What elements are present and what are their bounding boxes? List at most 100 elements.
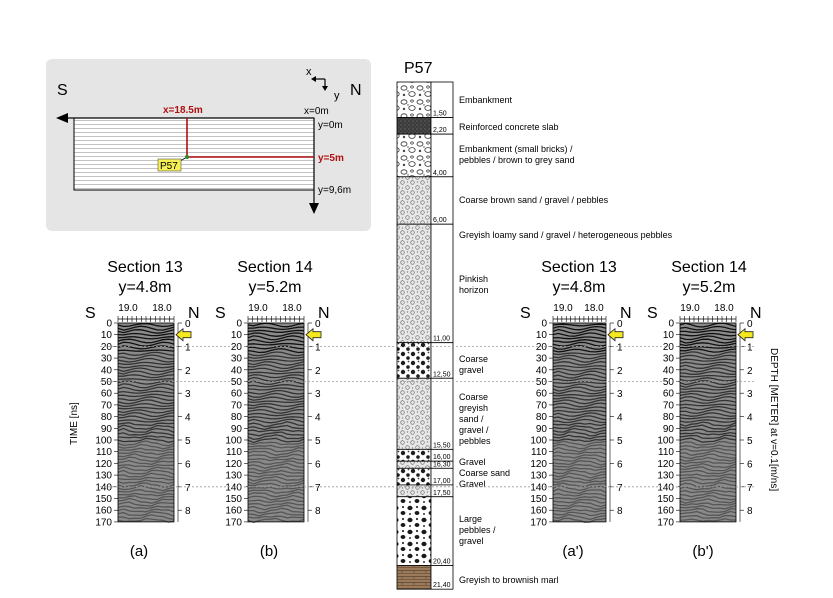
radargram-trace <box>247 517 305 523</box>
radargram-trace <box>679 354 737 360</box>
axis-indicator: x y <box>306 66 340 102</box>
log-depth-label: 15,50 <box>433 442 451 449</box>
radargram-trace <box>552 406 607 411</box>
radargram-trace <box>247 384 305 388</box>
radargram-trace <box>247 361 305 366</box>
radargram-trace <box>247 482 305 488</box>
x-tick-label: 19.0 <box>118 303 138 314</box>
depth-tick-label: 5 <box>747 436 753 447</box>
radargram-trace <box>117 435 175 439</box>
time-tick-label: 170 <box>95 517 112 528</box>
radargram-trace <box>679 392 737 398</box>
radargram-frame <box>552 322 607 523</box>
radargram-trace <box>679 387 737 391</box>
time-tick-label: 120 <box>530 459 547 470</box>
depth-tick-label: 1 <box>315 342 321 353</box>
radargram-trace <box>247 441 305 446</box>
radargram-trace <box>552 440 607 447</box>
time-tick-label: 110 <box>531 447 547 458</box>
time-tick-label: 110 <box>96 447 112 458</box>
time-tick-label: 0 <box>541 319 547 330</box>
log-desc-embankment-bricks-2: pebbles / brown to grey sand <box>459 155 575 165</box>
radargram-trace <box>679 447 737 452</box>
radargram-trace <box>247 408 305 414</box>
log-depth-label: 2,20 <box>433 127 447 134</box>
depth-tick-label: 2 <box>185 366 191 377</box>
radargram-trace <box>117 322 175 328</box>
radargram-trace <box>248 457 304 462</box>
depth-tick-label: 6 <box>315 459 321 470</box>
log-desc-embankment-bricks: Embankment (small bricks) / <box>459 144 573 154</box>
x-tick-label: 18.0 <box>584 303 604 314</box>
radargram-trace <box>552 457 607 462</box>
reference-lines <box>100 345 755 488</box>
section-caption: (a) <box>130 543 148 560</box>
radargram-trace <box>117 431 175 437</box>
radargram-trace <box>552 348 607 353</box>
radargram-trace <box>117 419 175 423</box>
section-south-label: S <box>85 305 96 322</box>
log-depth-cell <box>430 223 454 344</box>
time-tick-label: 140 <box>530 482 547 493</box>
radargram-trace <box>117 336 174 340</box>
radargram-trace <box>679 473 737 477</box>
radargram-trace <box>679 498 737 504</box>
radargram-trace <box>680 329 737 334</box>
radargram-trace <box>679 335 737 341</box>
log-depth-label: 17,50 <box>433 490 451 497</box>
radargram-trace <box>552 482 607 488</box>
radargram-trace <box>679 361 737 366</box>
x-tick-label: 18.0 <box>714 303 734 314</box>
radargram-trace <box>117 489 175 494</box>
radargram-trace <box>117 364 175 369</box>
radargram-trace <box>117 390 175 394</box>
depth-tick-label: 7 <box>747 483 753 494</box>
section-caption: (b') <box>692 543 713 560</box>
time-tick-label: 90 <box>663 424 675 435</box>
section-north-label: N <box>620 305 632 322</box>
radargram-trace <box>247 428 305 433</box>
radargram-trace <box>247 449 305 456</box>
depth-tick-label: 3 <box>315 389 321 400</box>
time-tick-label: 60 <box>231 389 243 400</box>
radargram-trace <box>679 489 737 494</box>
log-depth-cell <box>430 377 454 450</box>
log-depth-label: 17,00 <box>433 478 451 485</box>
radargram-trace <box>117 351 175 356</box>
time-tick-label: 100 <box>95 436 112 447</box>
depth-tick-label: 2 <box>747 366 753 377</box>
radargram-trace <box>679 444 737 449</box>
radargram-trace <box>117 325 175 331</box>
log-desc-pinkish-2: horizon <box>459 285 489 295</box>
radargram-trace <box>247 486 305 490</box>
radargram-trace <box>679 421 737 427</box>
depth-tick-label: 1 <box>747 342 753 353</box>
radargram-trace <box>247 515 304 519</box>
depth-tick-label: 8 <box>315 506 321 517</box>
survey-grid <box>73 117 315 191</box>
time-tick-label: 30 <box>231 354 243 365</box>
section-y-label: y=4.8m <box>119 279 172 296</box>
borehole-log: P57 1,502,204,006,0011,0012,5015,5016,00… <box>396 60 673 590</box>
radargram-trace <box>552 336 607 340</box>
radargram-trace <box>117 456 175 463</box>
radargram-trace <box>552 339 606 343</box>
time-tick-label: 120 <box>657 459 674 470</box>
radargram-trace <box>247 494 305 501</box>
log-desc-greyish-sand: Coarse <box>459 392 488 402</box>
radargram-trace <box>247 498 304 504</box>
time-tick-label: 40 <box>536 365 548 376</box>
time-tick-label: 110 <box>226 447 242 458</box>
time-tick-label: 170 <box>530 517 547 528</box>
radargram-trace <box>247 342 305 346</box>
depth-tick-label: 8 <box>747 506 753 517</box>
radargram-trace <box>679 504 737 510</box>
radargram-trace <box>679 383 737 389</box>
radargram-trace <box>117 361 175 365</box>
time-tick-label: 120 <box>95 459 112 470</box>
section-north-label: N <box>318 305 330 322</box>
radargram-trace <box>118 374 175 379</box>
radargram-trace <box>552 323 607 327</box>
radargram-trace <box>679 434 737 439</box>
time-tick-label: 140 <box>657 482 674 493</box>
